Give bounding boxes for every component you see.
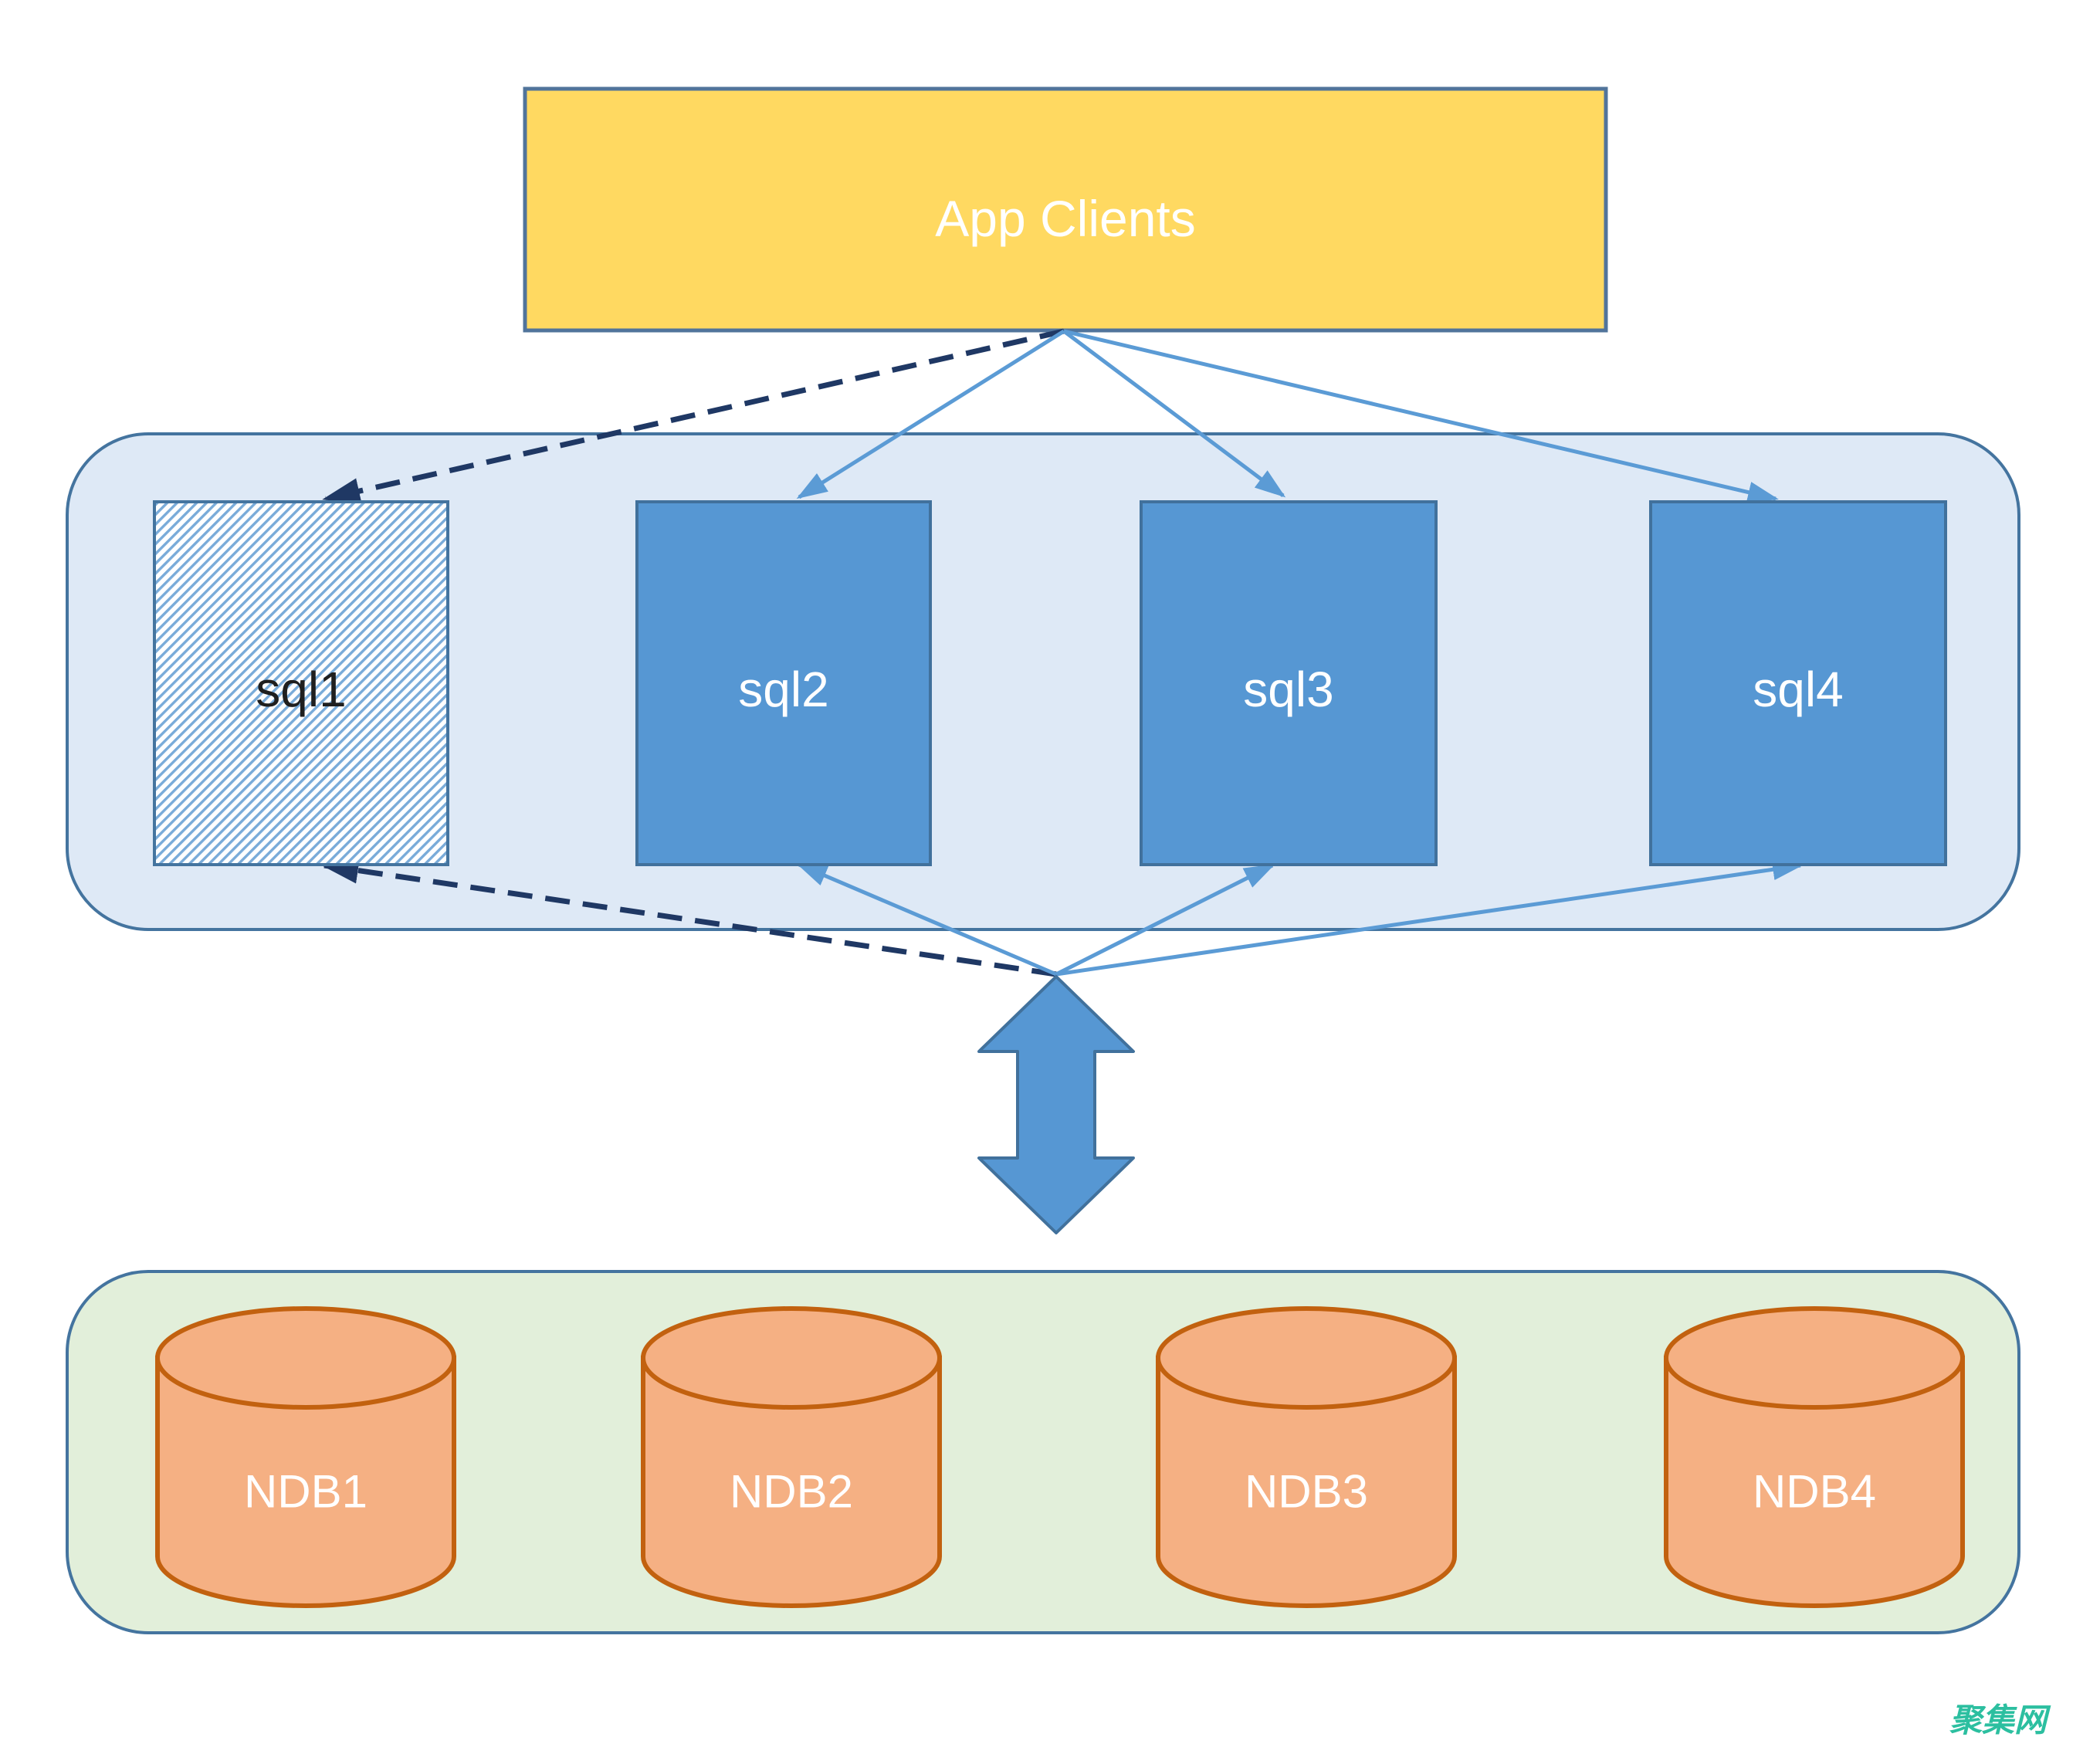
sql1-box [153,500,449,866]
ndb1-label: NDB1 [244,1466,368,1518]
ndb1-top [155,1306,456,1410]
sql1-node: sql1 [153,500,449,866]
watermark: 聚集网 [1949,1702,2051,1737]
sql2-node: sql2 [635,500,932,866]
ndb4-body [1664,1356,1965,1608]
ndb1-body [155,1356,456,1608]
sql2-label: sql2 [738,662,828,717]
app-clients-label: App Clients [935,190,1196,247]
sql3-label: sql3 [1243,662,1333,717]
sql3-box [1140,500,1438,866]
sql4-label: sql4 [1753,662,1843,717]
ndb-cluster-container [66,1270,2020,1634]
sql4-box [1649,500,1947,866]
sql1-label: sql1 [256,662,346,717]
arrow-app-to-sql3 [1062,330,1286,498]
ndb2-top [641,1306,942,1410]
ndb2-cylinder: NDB2 [641,1306,942,1608]
ndb3-label: NDB3 [1245,1466,1368,1518]
ndb3-cylinder: NDB3 [1156,1306,1457,1608]
sync-double-arrow [977,975,1135,1234]
arrow-app-to-sql4 [1063,329,1779,503]
sql2-box [635,500,932,866]
ndb1-cylinder: NDB1 [155,1306,456,1608]
ndb4-label: NDB4 [1753,1466,1876,1518]
arrow-ndb-to-sql2 [796,862,1057,977]
arrow-app-to-sql1-dashed [322,328,1065,504]
sql-cluster-container [66,432,2020,931]
arrow-ndb-to-sql3 [1055,863,1275,977]
ndb4-top [1664,1306,1965,1410]
sql4-node: sql4 [1649,500,1947,866]
ndb2-body [641,1356,942,1608]
ndb4-cylinder: NDB4 [1664,1306,1965,1608]
app-to-sql-arrows [322,328,1779,504]
ndb3-body [1156,1356,1457,1608]
ndb3-top [1156,1306,1457,1410]
arrow-ndb-to-sql4 [1055,858,1804,977]
arrow-ndb-to-sql1-dashed [320,857,1057,977]
sql3-node: sql3 [1140,500,1438,866]
ndb2-label: NDB2 [730,1466,853,1518]
arrow-app-to-sql2 [796,329,1065,499]
ndb-to-sql-arrows [320,857,1804,977]
